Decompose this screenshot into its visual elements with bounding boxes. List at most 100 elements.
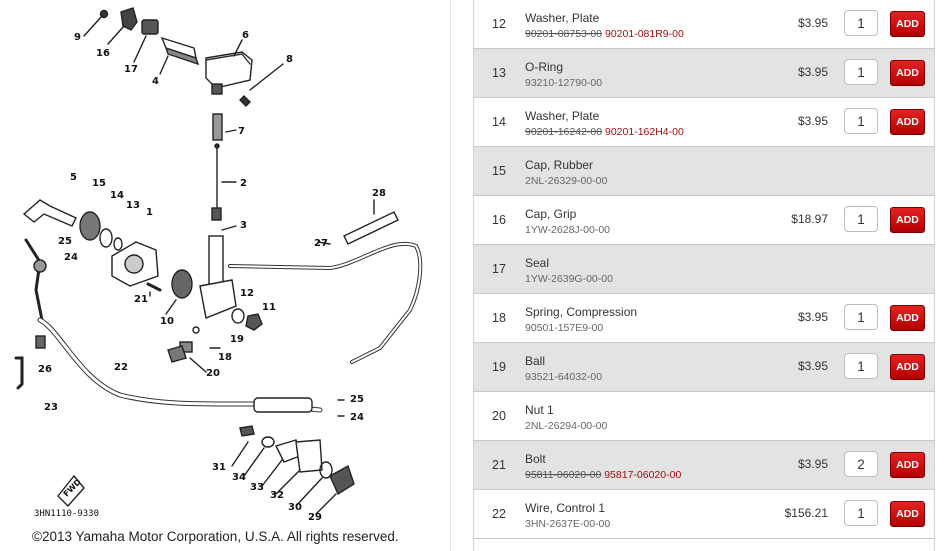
callout-number: 7 xyxy=(238,126,245,137)
quantity-input[interactable] xyxy=(844,206,878,232)
callout-number: 27 xyxy=(314,238,328,249)
part-price: $3.95 xyxy=(797,114,828,128)
part-row: 18 Spring, Compression 90501-157E9-00 $3.95… xyxy=(474,294,934,343)
callout-number: 28 xyxy=(372,188,386,199)
part-ref-number: 20 xyxy=(492,409,506,423)
callout-number: 31 xyxy=(212,462,226,473)
part-number: 1YW-2628J-00-00 xyxy=(525,224,610,236)
quantity-input[interactable] xyxy=(844,304,878,330)
add-to-cart-button[interactable]: ADD xyxy=(890,354,925,380)
part-ref-number: 15 xyxy=(492,164,506,178)
part-ref-number: 13 xyxy=(492,66,506,80)
callout-number: 22 xyxy=(114,362,128,373)
callout-number: 30 xyxy=(288,502,302,513)
callout-number: 33 xyxy=(250,482,264,493)
current-part-number: 90201-162H4-00 xyxy=(605,126,684,138)
callout-number: 14 xyxy=(110,190,124,201)
current-part-number: 90501-157E9-00 xyxy=(525,322,604,334)
part-price: $3.95 xyxy=(797,65,828,79)
quantity-input[interactable] xyxy=(844,353,878,379)
part-name: Washer, Plate xyxy=(525,11,600,25)
callout-number: 3 xyxy=(240,220,247,231)
diagram-code: 3HN1110-9330 xyxy=(34,509,99,519)
callout-number: 15 xyxy=(92,178,106,189)
part-ref-number: 21 xyxy=(492,458,506,472)
callout-number: 12 xyxy=(240,288,254,299)
part-price: $3.95 xyxy=(797,16,828,30)
callout-number: 2 xyxy=(240,178,247,189)
part-name: Cap, Grip xyxy=(525,207,577,221)
part-price: $156.21 xyxy=(784,506,828,520)
callout-number: 24 xyxy=(350,412,364,423)
add-to-cart-button[interactable]: ADD xyxy=(890,305,925,331)
diagram-drawing: 9161746872351514131252421101211191820282… xyxy=(14,7,423,523)
part-name: Nut 1 xyxy=(525,403,554,417)
part-row: 16 Cap, Grip 1YW-2628J-00-00 $18.97 ADD xyxy=(474,196,934,245)
callout-number: 21 xyxy=(134,294,148,305)
callout-number: 1 xyxy=(146,207,153,218)
part-ref-number: 18 xyxy=(492,311,506,325)
callout-number: 23 xyxy=(44,402,58,413)
callout-number: 24 xyxy=(64,252,78,263)
part-number: 90201-16242-00 90201-162H4-00 xyxy=(525,126,684,138)
current-part-number: 1YW-2628J-00-00 xyxy=(525,224,611,236)
current-part-number: 95817-06020-00 xyxy=(604,469,682,481)
part-price: $3.95 xyxy=(797,310,828,324)
part-name: O-Ring xyxy=(525,60,564,74)
part-number: 93521-64032-00 xyxy=(525,371,602,383)
quantity-input[interactable] xyxy=(844,59,878,85)
quantity-input[interactable] xyxy=(844,500,878,526)
add-to-cart-button[interactable]: ADD xyxy=(890,60,925,86)
callout-number: 19 xyxy=(230,334,244,345)
callout-number: 8 xyxy=(286,54,293,65)
callout-number: 11 xyxy=(262,302,276,313)
part-name: Spring, Compression xyxy=(525,305,638,319)
part-ref-number: 22 xyxy=(492,507,506,521)
add-to-cart-button[interactable]: ADD xyxy=(890,109,925,135)
part-number: 90201-08753-00 90201-081R9-00 xyxy=(525,28,684,40)
callout-number: 10 xyxy=(160,316,174,327)
part-ref-number: 14 xyxy=(492,115,506,129)
current-part-number: 3HN-2637E-00-00 xyxy=(525,518,611,530)
callout-number: 34 xyxy=(232,472,246,483)
part-number: 90501-157E9-00 xyxy=(525,322,603,334)
part-ref-number: 16 xyxy=(492,213,506,227)
part-name: Seal xyxy=(525,256,550,270)
current-part-number: 1YW-2639G-00-00 xyxy=(525,273,613,285)
callout-number: 29 xyxy=(308,512,322,523)
callout-number: 18 xyxy=(218,352,232,363)
part-number: 95811-06020-00 95817-06020-00 xyxy=(525,469,681,481)
add-to-cart-button[interactable]: ADD xyxy=(890,501,925,527)
part-row: 13 O-Ring 93210-12790-00 $3.95 ADD xyxy=(474,49,934,98)
part-row: 15 Cap, Rubber 2NL-26329-00-00 xyxy=(474,147,934,196)
callout-number: 25 xyxy=(350,394,364,405)
callout-number: 6 xyxy=(242,30,249,41)
add-to-cart-button[interactable]: ADD xyxy=(890,11,925,37)
copyright-notice: ©2013 Yamaha Motor Corporation, U.S.A. A… xyxy=(32,529,399,544)
part-ref-number: 17 xyxy=(492,262,506,276)
part-name: Cap, Rubber xyxy=(525,158,594,172)
part-price: $18.97 xyxy=(791,212,828,226)
part-number: 93210-12790-00 xyxy=(525,77,602,89)
callout-number: 32 xyxy=(270,490,284,501)
quantity-input[interactable] xyxy=(844,451,878,477)
part-ref-number: 12 xyxy=(492,17,506,31)
part-price: $3.95 xyxy=(797,457,828,471)
callout-number: 25 xyxy=(58,236,72,247)
current-part-number: 2NL-26294-00-00 xyxy=(525,420,608,432)
add-to-cart-button[interactable]: ADD xyxy=(890,452,925,478)
current-part-number: 2NL-26329-00-00 xyxy=(525,175,608,187)
quantity-input[interactable] xyxy=(844,10,878,36)
add-to-cart-button[interactable]: ADD xyxy=(890,207,925,233)
callout-number: 9 xyxy=(74,32,81,43)
part-number: 1YW-2639G-00-00 xyxy=(525,273,613,285)
superseded-part-number: 95811-06020-00 xyxy=(525,469,602,481)
current-part-number: 90201-081R9-00 xyxy=(605,28,684,40)
quantity-input[interactable] xyxy=(844,108,878,134)
part-row: 20 Nut 1 2NL-26294-00-00 xyxy=(474,392,934,441)
callout-number: 16 xyxy=(96,48,110,59)
